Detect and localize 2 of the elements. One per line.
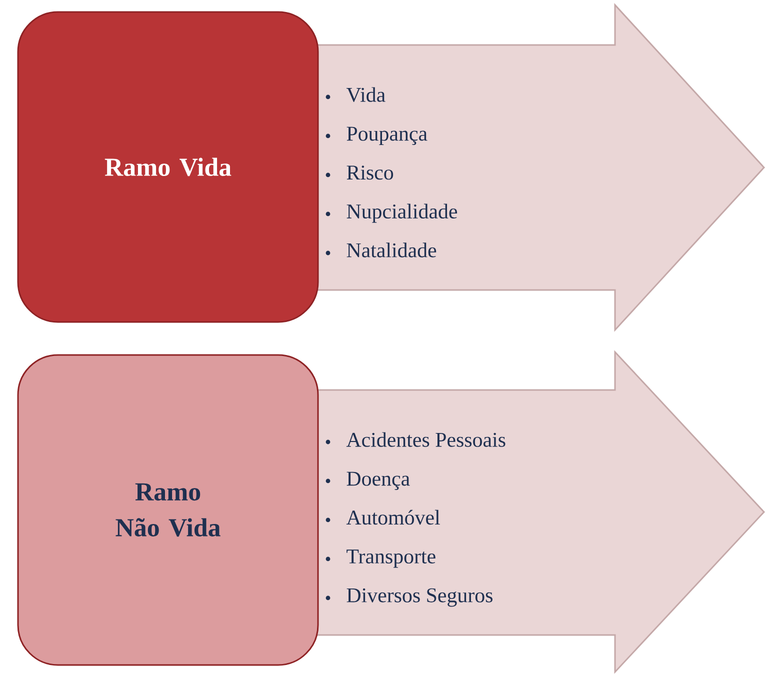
rounded-box: Ramo Não Vida (17, 354, 319, 666)
rounded-box: Ramo Vida (17, 11, 319, 323)
